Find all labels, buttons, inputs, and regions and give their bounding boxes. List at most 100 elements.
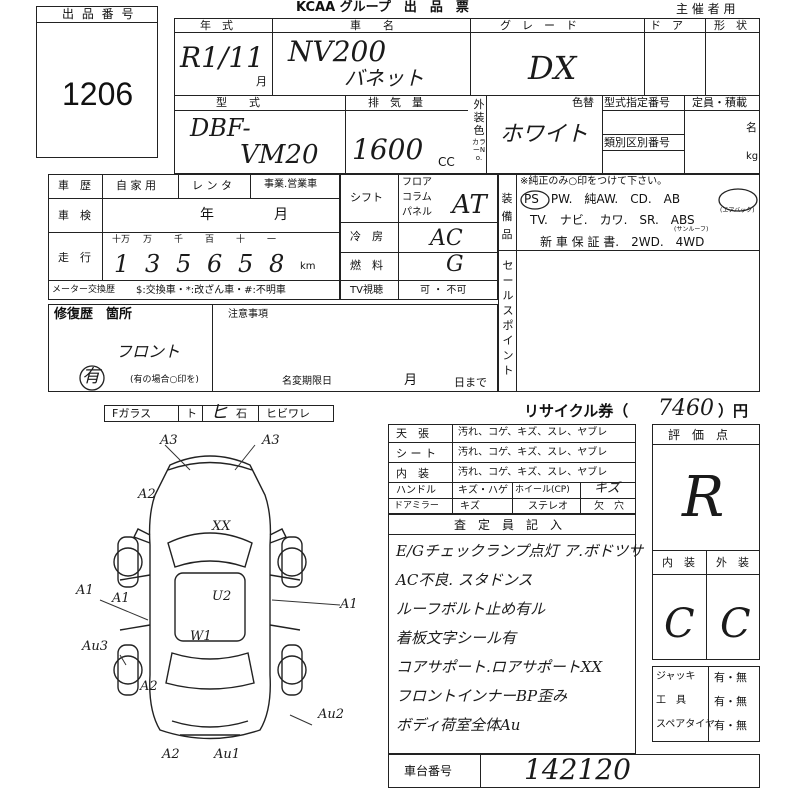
repair-has-circle <box>79 365 105 391</box>
windshield-option-chip[interactable]: 石 <box>236 407 247 420</box>
displacement-label: 排 気 量 <box>368 96 423 109</box>
drivetrain-block <box>340 174 498 300</box>
windshield-option-crackline[interactable]: ヒビワレ <box>266 407 310 420</box>
condition-row-label: 天 張 <box>396 427 429 440</box>
shift-option-panel[interactable]: パネル <box>402 207 432 218</box>
tool-label: ジャッキ <box>656 671 696 682</box>
wheel-label: ホイール(CP) <box>515 485 570 495</box>
equipment-block <box>498 174 760 392</box>
repaint-label: 色替 <box>572 96 594 109</box>
damage-mark: A2 <box>138 487 156 502</box>
tool-value[interactable]: 有・無 <box>714 671 747 684</box>
history-block <box>48 174 340 300</box>
tv-label: TV視聴 <box>350 285 383 296</box>
inspector-note-line: AC不良. スタドンス <box>396 571 533 589</box>
color-code-label: カラーNo. <box>472 138 486 162</box>
history-option-private[interactable]: 自 家 用 <box>116 179 156 192</box>
lot-number-value: 1206 <box>62 76 134 112</box>
exterior-color-label: 外装色 <box>473 98 485 137</box>
chassis-number-value: 142120 <box>524 753 631 786</box>
mileage-digit-label: 十 <box>236 235 246 245</box>
model-label: 型 式 <box>216 96 260 109</box>
organizer-label: 主 催 者 用 <box>676 2 736 16</box>
mileage-digit-label: 千 <box>174 235 184 245</box>
sales-point-label: セールスポイント <box>502 259 514 377</box>
handle-label: ハンドル <box>396 485 436 496</box>
windshield-mark: ヒ <box>210 402 228 423</box>
inspector-note-line: コアサポート.ロアサポートXX <box>396 658 603 676</box>
deadline-label: 名変期限日 <box>282 376 332 387</box>
lot-number-label: 出 品 番 号 <box>62 7 136 21</box>
repair-history-label: 修復歴 箇所 <box>54 307 133 322</box>
condition-row-label: シ ー ト <box>396 447 436 460</box>
notes-label: 注意事項 <box>228 309 268 320</box>
mileage-digit: 5 <box>176 250 192 278</box>
capacity-unit-kg: kg <box>746 151 759 162</box>
interior-score-value: C <box>664 601 695 647</box>
equipment-line-2[interactable]: TV. ナビ. カワ. SR. ABS <box>530 213 695 227</box>
year-label: 年 式 <box>200 19 233 32</box>
meter-exchange-options: $:交換車・*:改ざん車・#:不明車 <box>136 285 286 296</box>
shift-option-floor[interactable]: フロア <box>402 177 432 188</box>
damage-mark: A2 <box>140 679 158 694</box>
equipment-label: 装備品 <box>501 192 513 241</box>
equipment-line-3[interactable]: 新 車 保 証 書. 2WD. 4WD <box>540 235 705 249</box>
inspector-notes-box <box>388 514 636 754</box>
shift-value: AT <box>452 190 487 220</box>
displacement-unit: CC <box>438 155 455 169</box>
model-value-1: DBF- <box>190 114 251 142</box>
fuel-label: 燃 料 <box>350 259 383 272</box>
mirror-label: ドアミラー <box>394 501 439 511</box>
tool-value[interactable]: 有・無 <box>714 695 747 708</box>
wheel-mark: キズ <box>594 481 621 496</box>
inspector-note-line: ルーフボルト止め有ル <box>396 600 546 618</box>
condition-row-options[interactable]: 汚れ、コゲ、キズ、スレ、ヤブレ <box>458 447 608 458</box>
mileage-digit: 5 <box>238 250 254 278</box>
sunroof-note: (サンルーフ) <box>674 226 709 233</box>
shift-option-column[interactable]: コラム <box>402 192 432 203</box>
damage-mark: A3 <box>262 433 280 448</box>
inspector-note-line: 着板文字シール有 <box>396 629 517 647</box>
stereo-options[interactable]: 欠 穴 <box>594 501 624 512</box>
damage-mark: A1 <box>76 583 94 598</box>
exterior-color-value: ホワイト <box>500 122 589 147</box>
damage-mark: U2 <box>212 589 232 604</box>
condition-row-options[interactable]: 汚れ、コゲ、キズ、スレ、ヤブレ <box>458 427 608 438</box>
handle-options[interactable]: キズ・ハゲ <box>458 485 508 496</box>
car-name-value: NV200 <box>288 35 387 68</box>
history-option-rental[interactable]: レ ン タ <box>192 179 232 192</box>
exterior-score-value: C <box>720 601 751 647</box>
deadline-day-unit: 日まで <box>454 376 487 389</box>
condition-row-options[interactable]: 汚れ、コゲ、キズ、スレ、ヤブレ <box>458 467 608 478</box>
inspector-notes-label: 査 定 員 記 入 <box>454 518 563 532</box>
mileage-digit-label: 百 <box>205 235 215 245</box>
tv-value: 可 ・ 不可 <box>420 285 467 296</box>
repair-has-value: 有 <box>82 366 100 387</box>
inspector-note-line: E/Gチェックランプ点灯 ア.ボドツサ <box>396 542 644 560</box>
model-number-label: 型式指定番号 <box>604 96 670 109</box>
meter-exchange-label: メーター交換歴 <box>52 285 116 295</box>
damage-mark: A1 <box>112 591 130 606</box>
inspector-note-line: フロントインナーBP歪み <box>396 687 568 705</box>
chassis-number-label: 車台番号 <box>404 764 453 778</box>
ac-label: 冷 房 <box>350 230 383 243</box>
mileage-digit-label: 十万 <box>112 235 131 245</box>
car-name-value-2: バネット <box>344 66 424 90</box>
history-option-business[interactable]: 事業.営業車 <box>264 179 318 190</box>
windshield-option-crack[interactable]: ト <box>186 407 197 420</box>
capacity-unit-persons: 名 <box>746 121 757 134</box>
tool-value[interactable]: 有・無 <box>714 719 747 732</box>
vehicle-diagram <box>99 444 341 740</box>
equipment-line-1[interactable]: PS PW. 純AW. CD. AB <box>524 192 681 206</box>
year-value: R1/11 <box>180 41 264 74</box>
form-title: KCAA グループ 出 品 票 <box>296 0 469 15</box>
recycle-value: 7460 <box>658 396 714 421</box>
capacity-label: 定員・積載 <box>692 96 747 109</box>
fuel-value: G <box>446 252 464 277</box>
damage-mark: Au1 <box>214 747 241 762</box>
mileage-digit: 3 <box>145 250 161 278</box>
mirror-options[interactable]: キズ <box>460 501 480 512</box>
damage-mark: A1 <box>340 597 358 612</box>
grade-value: DX <box>528 49 577 87</box>
evaluation-label: 評 価 点 <box>668 428 729 442</box>
